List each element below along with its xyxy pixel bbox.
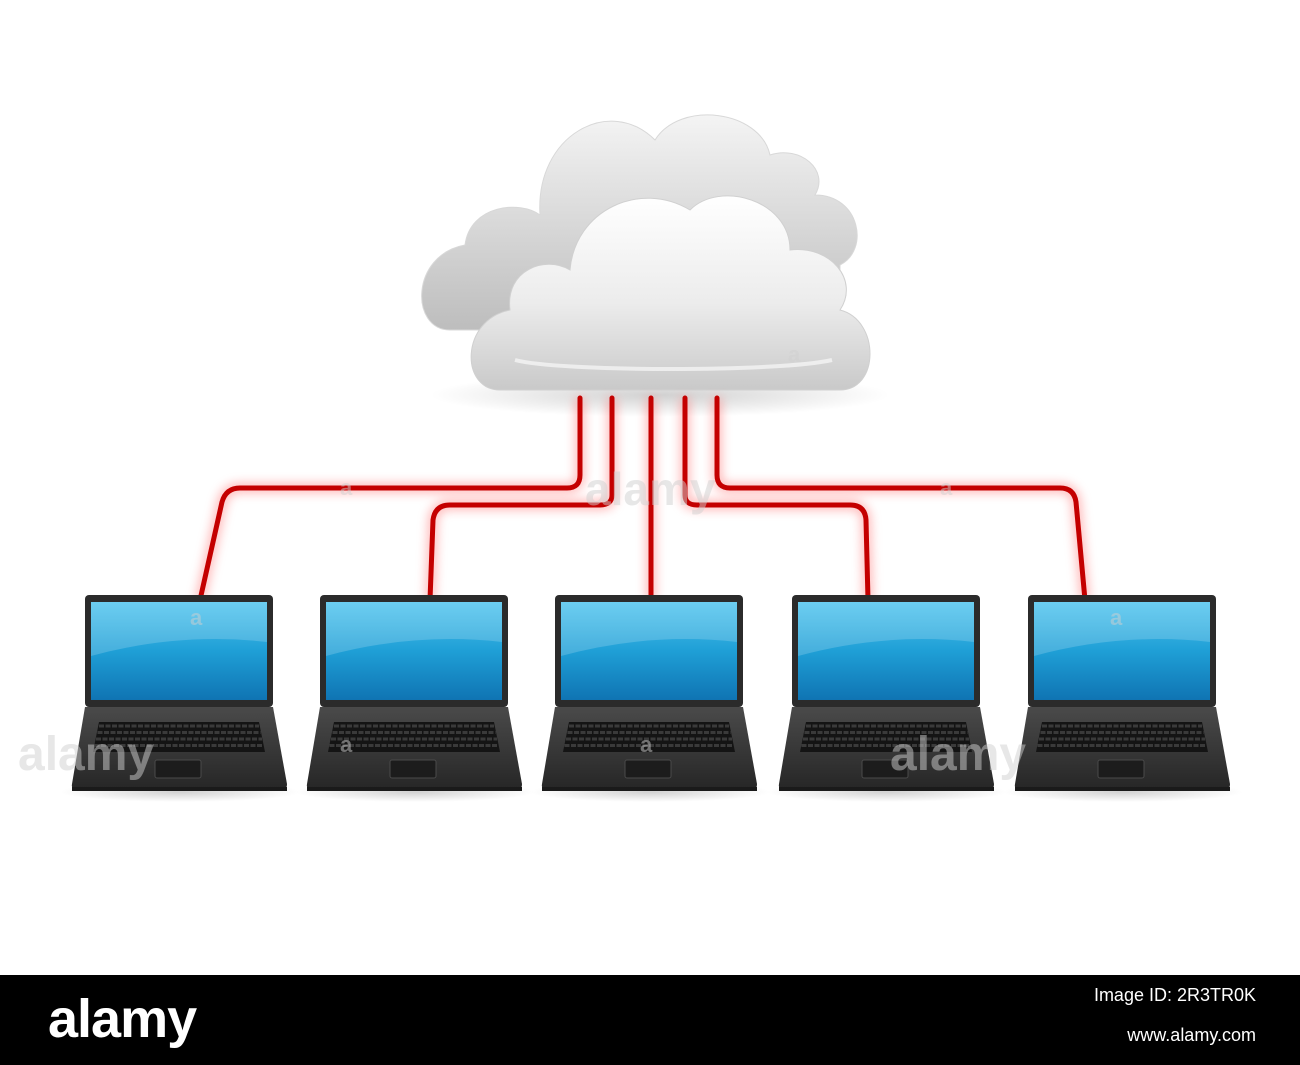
watermark-mark-4: a: [1110, 605, 1123, 630]
watermark-mark-2: a: [940, 475, 953, 500]
screen-glare: [326, 602, 502, 656]
laptop-touchpad: [861, 759, 909, 779]
watermark-mark-3: a: [190, 605, 203, 630]
network-cables: [195, 395, 1090, 603]
photo-scene: alamy alamy alamy a a a a a a a: [18, 114, 1243, 802]
image-id-label: Image ID: 2R3TR0K: [1093, 985, 1256, 1005]
cable-2: [427, 395, 615, 603]
laptop-icon: [530, 595, 770, 802]
watermarks: alamy alamy alamy a a a a a a a: [18, 342, 1123, 781]
laptop-icon: [1003, 595, 1243, 802]
cloud-front: [470, 195, 871, 391]
watermark-mark-6: a: [340, 732, 353, 757]
watermark-mark-5: a: [788, 342, 801, 367]
laptops: [60, 595, 1243, 802]
watermark-center: alamy: [585, 463, 716, 515]
screen-glare: [91, 602, 267, 656]
alamy-logo[interactable]: alamy: [48, 989, 197, 1049]
laptop-touchpad: [389, 759, 437, 779]
laptop-icon: [767, 595, 1007, 802]
laptop-screen: [326, 602, 502, 700]
watermark-mark-1: a: [340, 475, 353, 500]
cable-4: [682, 395, 871, 603]
watermark-right: alamy: [890, 728, 1026, 781]
watermark-mark-7: a: [640, 732, 653, 757]
laptop-screen: [561, 602, 737, 700]
screen-glare: [798, 602, 974, 656]
site-url-link[interactable]: www.alamy.com: [1127, 1025, 1256, 1045]
laptop-touchpad: [154, 759, 202, 779]
cable-1: [197, 395, 583, 603]
cable-5: [714, 395, 1088, 603]
watermark-left: alamy: [18, 728, 154, 781]
footer-bar: alamy Image ID: 2R3TR0K www.alamy.com: [0, 975, 1300, 1065]
laptop-screen: [798, 602, 974, 700]
laptop-screen: [91, 602, 267, 700]
laptop-icon: [60, 595, 300, 802]
laptop-touchpad: [624, 759, 672, 779]
screen-glare: [1034, 602, 1210, 656]
network-illustration: alamy alamy alamy a a a a a a a: [18, 114, 1243, 802]
screen-glare: [561, 602, 737, 656]
laptop-touchpad: [1097, 759, 1145, 779]
cloud-icon: [421, 114, 890, 417]
laptop-screen: [1034, 602, 1210, 700]
laptop-icon: [295, 595, 535, 802]
